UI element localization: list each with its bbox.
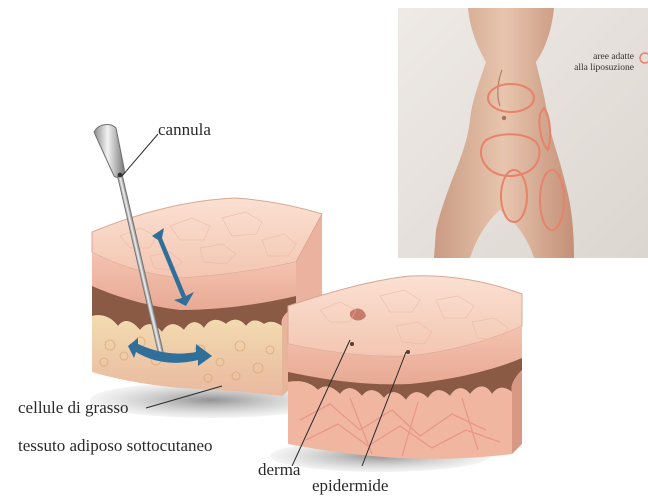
- label-cannula: cannula: [158, 120, 211, 140]
- label-fat-cells: cellule di grasso: [18, 398, 128, 418]
- legend-line-1: aree adatte: [574, 52, 634, 63]
- navel: [502, 116, 506, 120]
- cannula-handle: [94, 125, 124, 178]
- body-inset: [398, 8, 648, 258]
- legend-line-2: alla liposuzione: [574, 63, 634, 74]
- label-subcutaneous-tissue: tessuto adiposo sottocutaneo: [18, 436, 213, 456]
- label-epidermis: epidermide: [312, 476, 388, 496]
- cannula-marker: [118, 173, 123, 178]
- skin-block-left: [92, 198, 322, 396]
- label-dermis: derma: [258, 460, 300, 480]
- skin-block-right: [288, 276, 522, 459]
- legend-text: aree adatte alla liposuzione: [574, 52, 634, 74]
